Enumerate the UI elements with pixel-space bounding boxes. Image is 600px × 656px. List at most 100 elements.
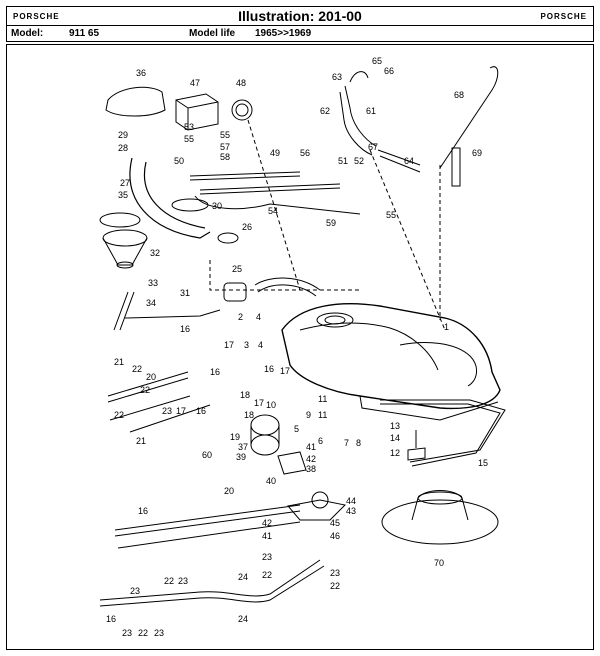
callout: 23 (178, 576, 188, 586)
callout: 22 (262, 570, 272, 580)
filler-hose (129, 157, 211, 239)
callout: 41 (262, 531, 272, 541)
brand-logo-right: PORSCHE (540, 12, 587, 21)
leader-lines (209, 119, 446, 331)
callout: 46 (330, 531, 340, 541)
callout: 21 (114, 357, 124, 367)
filler-cap-cover (105, 86, 166, 117)
callout: 23 (330, 568, 340, 578)
lower-fuel-lines (114, 504, 301, 549)
callout: 68 (454, 90, 464, 100)
callout: 21 (136, 436, 146, 446)
callout: 17 (224, 340, 234, 350)
callout: 4 (258, 340, 263, 350)
hose-62 (339, 91, 373, 156)
callout: 45 (330, 518, 340, 528)
page-title: Illustration: 201-00 (238, 8, 362, 24)
callout: 66 (384, 66, 394, 76)
callout: 70 (434, 558, 444, 568)
model-life-label: Model life (189, 28, 236, 39)
callout: 16 (106, 614, 116, 624)
tank-strap (380, 399, 506, 467)
hose-64 (377, 149, 421, 173)
callout: 5 (294, 424, 299, 434)
callout: 16 (264, 364, 274, 374)
callout: 67 (368, 142, 378, 152)
callout: 18 (240, 390, 250, 400)
callout: 16 (196, 406, 206, 416)
model-bar: Model: 911 65 Model life 1965>>1969 (6, 26, 594, 42)
hose-clamp (217, 232, 239, 244)
drain-plug (407, 430, 426, 461)
callout: 4 (256, 312, 261, 322)
hose-61 (344, 85, 377, 147)
callout: 24 (238, 572, 248, 582)
callout: 38 (306, 464, 316, 474)
pipe-69 (451, 147, 461, 187)
clamp-ring (99, 212, 141, 228)
bracket-38 (277, 451, 307, 475)
callout: 23 (262, 552, 272, 562)
callout: 51 (338, 156, 348, 166)
callout: 40 (266, 476, 276, 486)
fuel-relay-box (175, 93, 219, 131)
callout: 35 (118, 190, 128, 200)
callout: 31 (180, 288, 190, 298)
callout: 22 (114, 410, 124, 420)
callout: 55 (220, 130, 230, 140)
fuel-pipes-20 (107, 371, 211, 433)
lines-24 (99, 559, 325, 607)
bracket-43 (287, 499, 347, 521)
callout: 2 (238, 312, 243, 322)
callout: 9 (306, 410, 311, 420)
callout: 3 (244, 340, 249, 350)
callout: 59 (326, 218, 336, 228)
callout: 48 (236, 78, 246, 88)
callout: 15 (478, 458, 488, 468)
callout: 22 (132, 364, 142, 374)
seal-hat-70 (381, 490, 499, 545)
vent-hose (254, 277, 321, 297)
callout: 47 (190, 78, 200, 88)
callout: 54 (268, 206, 278, 216)
gasket-ring (231, 99, 253, 121)
model-value: 911 65 (69, 28, 100, 39)
callout: 19 (230, 432, 240, 442)
callout: 26 (242, 222, 252, 232)
callout: 36 (136, 68, 146, 78)
callout: 18 (244, 410, 254, 420)
callout: 27 (120, 178, 130, 188)
callout: 24 (238, 614, 248, 624)
callout: 60 (202, 450, 212, 460)
callout: 11 (318, 410, 327, 420)
callout: 8 (356, 438, 361, 448)
callout: 16 (180, 324, 190, 334)
pipe-68 (439, 66, 499, 169)
model-life-value: 1965>>1969 (255, 28, 312, 39)
fuel-line-group (189, 171, 361, 215)
callout: 65 (372, 56, 382, 66)
callout: 44 (346, 496, 356, 506)
callout: 17 (280, 366, 290, 376)
brand-logo-left: PORSCHE (13, 12, 60, 21)
callout: 56 (300, 148, 310, 158)
clamp-44 (311, 491, 329, 509)
callout: 50 (174, 156, 184, 166)
callout: 14 (390, 433, 400, 443)
callout: 13 (390, 421, 400, 431)
callout: 1 (444, 322, 449, 332)
callout: 32 (150, 248, 160, 258)
callout: 37 (238, 442, 248, 452)
hose-34 (113, 291, 135, 331)
callout: 34 (146, 298, 156, 308)
callout: 20 (224, 486, 234, 496)
callout: 55 (386, 210, 396, 220)
callout: 57 (220, 142, 230, 152)
header-bar: PORSCHE Illustration: 201-00 PORSCHE (6, 6, 594, 26)
callout: 22 (138, 628, 148, 638)
callout: 29 (118, 130, 128, 140)
callout: 49 (270, 148, 280, 158)
callout: 63 (332, 72, 342, 82)
callout: 7 (344, 438, 349, 448)
